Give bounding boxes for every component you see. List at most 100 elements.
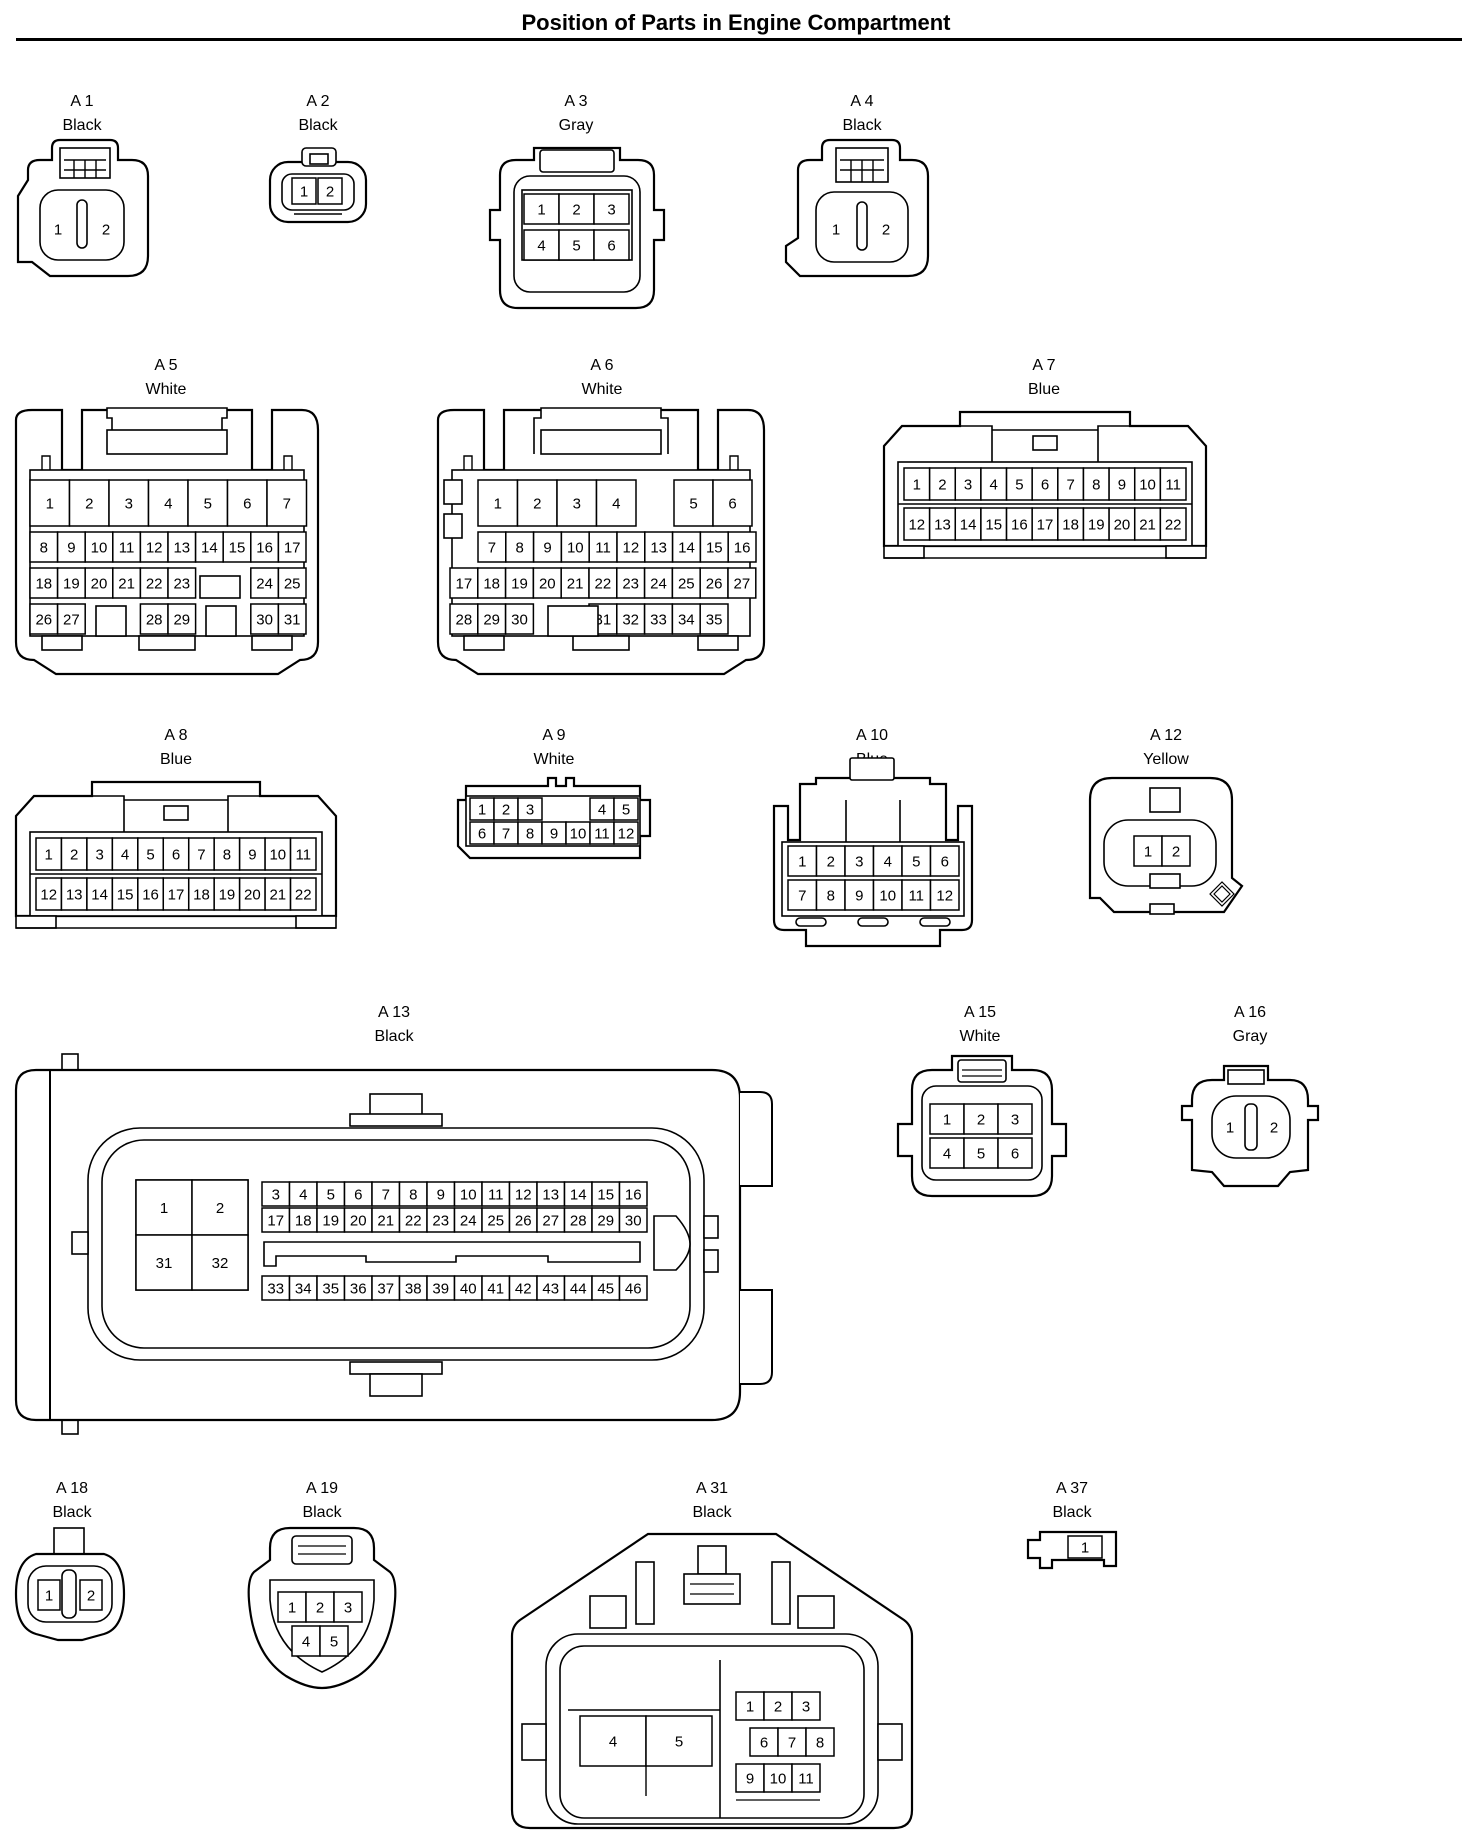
pin-cell (997, 1103, 1033, 1135)
pin-number: 9 (855, 888, 863, 905)
pin-number: 10 (770, 1771, 787, 1788)
pin-number: 18 (1062, 517, 1079, 534)
pin-cell (777, 1727, 807, 1757)
pin-number: 5 (330, 1634, 338, 1651)
pin-number: 2 (572, 202, 580, 219)
pin-number: 13 (173, 540, 190, 557)
pin-cell (805, 1727, 835, 1757)
pin-number: 8 (1092, 477, 1100, 494)
outline (1149, 787, 1181, 813)
pin-number: 5 (977, 1146, 985, 1163)
pin-number: 9 (437, 1187, 445, 1204)
pin-cell (791, 1691, 821, 1721)
pin-number: 35 (706, 612, 723, 629)
outline (71, 1231, 89, 1255)
pin-number: 22 (146, 576, 163, 593)
pin-number: 7 (197, 847, 205, 864)
pin-number: 21 (118, 576, 135, 593)
pin-cell (963, 1137, 999, 1169)
side-lock (740, 1091, 773, 1385)
pin-number: 32 (622, 612, 639, 629)
pin-number: 2 (316, 1600, 324, 1617)
pin-cell (532, 567, 562, 599)
pin-number: 31 (156, 1255, 173, 1272)
pin-cell (791, 1763, 821, 1793)
pin-number: 17 (284, 540, 301, 557)
pin-number: 13 (650, 540, 667, 557)
pin-number: 21 (377, 1213, 394, 1230)
pin-cell (137, 837, 165, 871)
pin-number: 4 (609, 1734, 617, 1751)
pin-number: 10 (570, 826, 587, 843)
title-rule (16, 38, 1462, 41)
pin-number: 11 (119, 540, 135, 557)
pin-number: 41 (487, 1281, 504, 1298)
pin-number: 26 (515, 1213, 532, 1230)
pin-number: 16 (256, 540, 273, 557)
pin-cell (343, 1275, 373, 1301)
pin-number: 7 (283, 496, 291, 513)
pin-cell (194, 531, 224, 563)
pin-cell (288, 1181, 318, 1207)
pin-number: 5 (689, 496, 697, 513)
pin-number: 9 (746, 1771, 754, 1788)
pin-cell (264, 877, 292, 911)
outline (1244, 1103, 1258, 1151)
pin-number: 8 (40, 540, 48, 557)
outline (138, 635, 196, 651)
pin-number: 1 (943, 1112, 951, 1129)
pin-number: 25 (487, 1213, 504, 1230)
pin-number: 35 (322, 1281, 339, 1298)
pin-number: 17 (456, 576, 473, 593)
connector-id: A 13 (378, 1004, 410, 1021)
pin-number: 6 (1041, 477, 1049, 494)
pin-cell (588, 531, 618, 563)
pin-cell (671, 531, 702, 563)
connector-a37: 1 (1026, 1530, 1118, 1570)
pin-number: 4 (121, 847, 129, 864)
pin-number: 6 (172, 847, 180, 864)
pin-number: 11 (798, 1771, 814, 1788)
pin-number: 14 (201, 540, 218, 557)
pin-number: 2 (1172, 844, 1180, 861)
pin-cell (84, 531, 114, 563)
pin-number: 5 (675, 1734, 683, 1751)
pin-number: 1 (1144, 844, 1152, 861)
pin-number: 6 (243, 496, 251, 513)
connector-color: Black (298, 117, 338, 134)
connector-color: Black (842, 117, 882, 134)
pin-cell (1082, 467, 1110, 501)
pin-cell (305, 1591, 335, 1623)
pin-number: 7 (798, 888, 806, 905)
connector-color: White (582, 381, 623, 398)
pin-cell (508, 1207, 538, 1233)
pin-number: 2 (1270, 1120, 1278, 1137)
tabs (41, 455, 293, 470)
pin-cell (319, 1625, 349, 1657)
pin-number: 18 (193, 887, 210, 904)
pin-cell (477, 479, 519, 527)
pin-cell (727, 531, 757, 563)
connector-id: A 5 (154, 357, 177, 374)
pin-cell (426, 1207, 456, 1233)
outline (697, 635, 739, 651)
pin-number: 1 (1226, 1120, 1234, 1137)
connector-id: A 37 (1056, 1480, 1088, 1497)
pin-number: 26 (706, 576, 723, 593)
pin-number: 29 (597, 1213, 614, 1230)
pin-cell (1161, 835, 1191, 867)
pin-number: 3 (802, 1699, 810, 1716)
pin-number: 10 (1139, 477, 1156, 494)
latch-lines (840, 159, 884, 182)
pin-cell (137, 877, 165, 911)
outline (61, 1569, 77, 1619)
pin-number: 13 (542, 1187, 559, 1204)
pin-cell (289, 877, 317, 911)
pin-number: 9 (543, 540, 551, 557)
pin-number: 21 (269, 887, 286, 904)
outline (539, 149, 615, 173)
latch-lines (298, 1545, 346, 1555)
